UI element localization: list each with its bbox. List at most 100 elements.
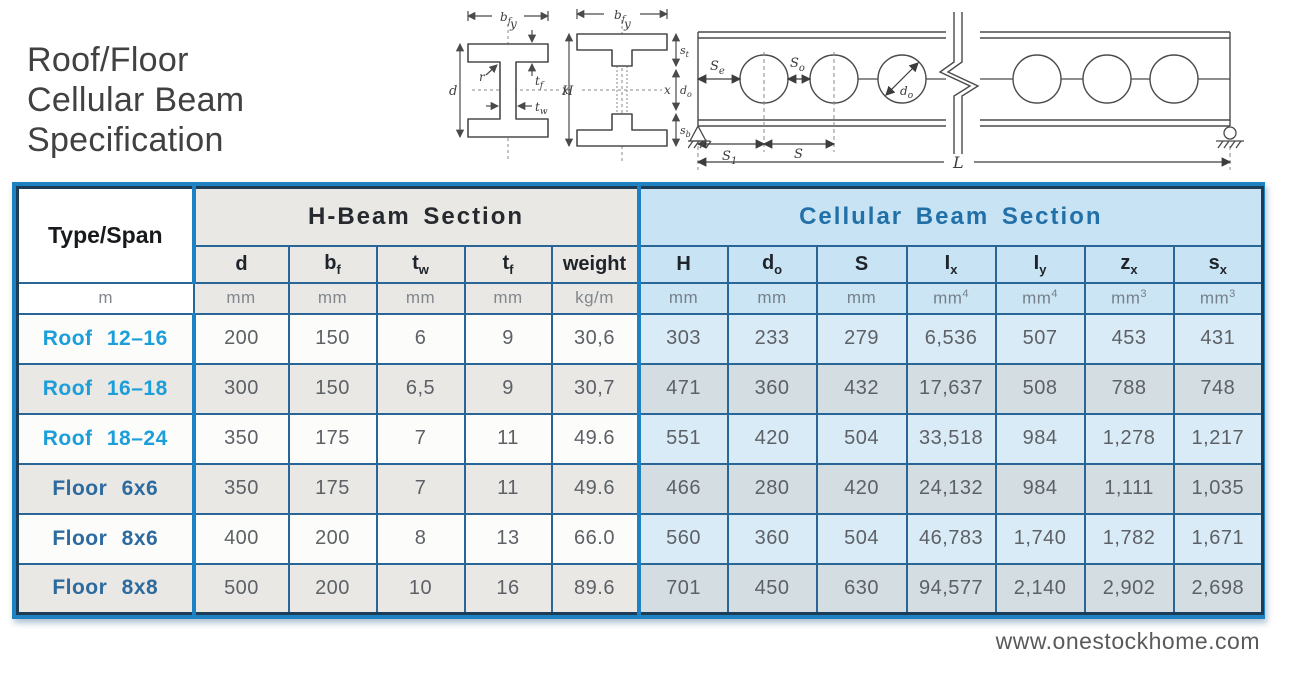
value-cell: 788 [1083,362,1175,415]
value-cell: 350 [192,462,290,515]
column-header: Iy [994,244,1086,284]
value-cell: 280 [726,462,818,515]
value-cell: 200 [287,512,378,565]
top-tee-outline [576,33,668,67]
ibeam-outline [467,43,549,138]
unit-cell: mm3 [1083,281,1175,315]
value-cell: 150 [287,312,378,365]
label-bf: bf [614,8,627,25]
value-cell: 175 [287,412,378,465]
cellular-cross-section-diagram: bf y H x st do sb [562,8,692,164]
value-cell: 175 [287,462,378,515]
label-H: H [562,84,574,99]
column-header: weight [550,244,640,284]
corner-header: Type/Span [16,186,196,284]
website-url: www.onestockhome.com [995,628,1260,654]
value-cell: 6 [375,312,466,365]
label-d: d [449,84,457,99]
label-st: st [680,44,690,59]
value-cell: 8 [375,512,466,565]
value-cell: 66.0 [550,512,640,565]
value-cell: 200 [192,312,290,365]
value-cell: 9 [463,312,553,365]
value-cell: 2,902 [1083,562,1175,615]
value-cell: 500 [192,562,290,615]
value-cell: 420 [815,462,908,515]
column-header: d [192,244,290,284]
title-line-2: Cellular Beam [27,81,245,119]
value-cell: 10 [375,562,466,615]
value-cell: 24,132 [905,462,997,515]
label-y: y [623,17,631,31]
hbeam-cross-section-diagram: bf y d x r tf tw [449,10,569,162]
value-cell: 94,577 [905,562,997,615]
value-cell: 13 [463,512,553,565]
value-cell: 16 [463,562,553,615]
unit-cell: mm [192,281,290,315]
label-x: x [664,83,671,97]
column-header: Ix [905,244,997,284]
value-cell: 33,518 [905,412,997,465]
value-cell: 1,740 [994,512,1086,565]
value-cell: 46,783 [905,512,997,565]
unit-cell: mm4 [905,281,997,315]
value-cell: 2,698 [1172,562,1264,615]
value-cell: 1,671 [1172,512,1264,565]
row-label: Floor 8x6 [16,512,196,565]
value-cell: 150 [287,362,378,415]
unit-cell: mm4 [994,281,1086,315]
label-do: do [680,84,692,99]
value-cell: 30,6 [550,312,640,365]
value-cell: 30,7 [550,362,640,415]
value-cell: 420 [726,412,818,465]
value-cell: 1,782 [1083,512,1175,565]
value-cell: 9 [463,362,553,415]
unit-cell: mm [287,281,378,315]
unit-cell: mm [375,281,466,315]
value-cell: 7 [375,462,466,515]
unit-cell: mm [636,281,729,315]
label-tf: tf [535,74,545,91]
beam-spec-table: Type/Span H-Beam Section Cellular Beam S… [16,186,1265,615]
value-cell: 11 [463,412,553,465]
row-label: Roof 16–18 [16,362,196,415]
value-cell: 471 [636,362,729,415]
value-cell: 279 [815,312,908,365]
value-cell: 560 [636,512,729,565]
value-cell: 49.6 [550,462,640,515]
value-cell: 1,278 [1083,412,1175,465]
cellular-beam-elevation-diagram: Se So do S1 S L [688,12,1244,172]
column-header: zx [1083,244,1175,284]
column-header: S [815,244,908,284]
label-y: y [509,17,517,31]
value-cell: 507 [994,312,1086,365]
value-cell: 350 [192,412,290,465]
cellular-section-header: Cellular Beam Section [636,186,1264,247]
beam-outline [697,31,1231,127]
value-cell: 984 [994,462,1086,515]
label-L: L [952,153,964,172]
value-cell: 2,140 [994,562,1086,615]
value-cell: 508 [994,362,1086,415]
row-label: Floor 6x6 [16,462,196,515]
pin-support [688,124,712,149]
hbeam-section-header: H-Beam Section [192,186,640,247]
label-se: Se [710,59,725,77]
row-label: Roof 12–16 [16,312,196,365]
column-header: tf [463,244,553,284]
column-header: sx [1172,244,1264,284]
value-cell: 6,5 [375,362,466,415]
value-cell: 300 [192,362,290,415]
column-header: do [726,244,818,284]
value-cell: 453 [1083,312,1175,365]
label-sb: sb [680,124,691,139]
label-do: do [900,84,914,101]
